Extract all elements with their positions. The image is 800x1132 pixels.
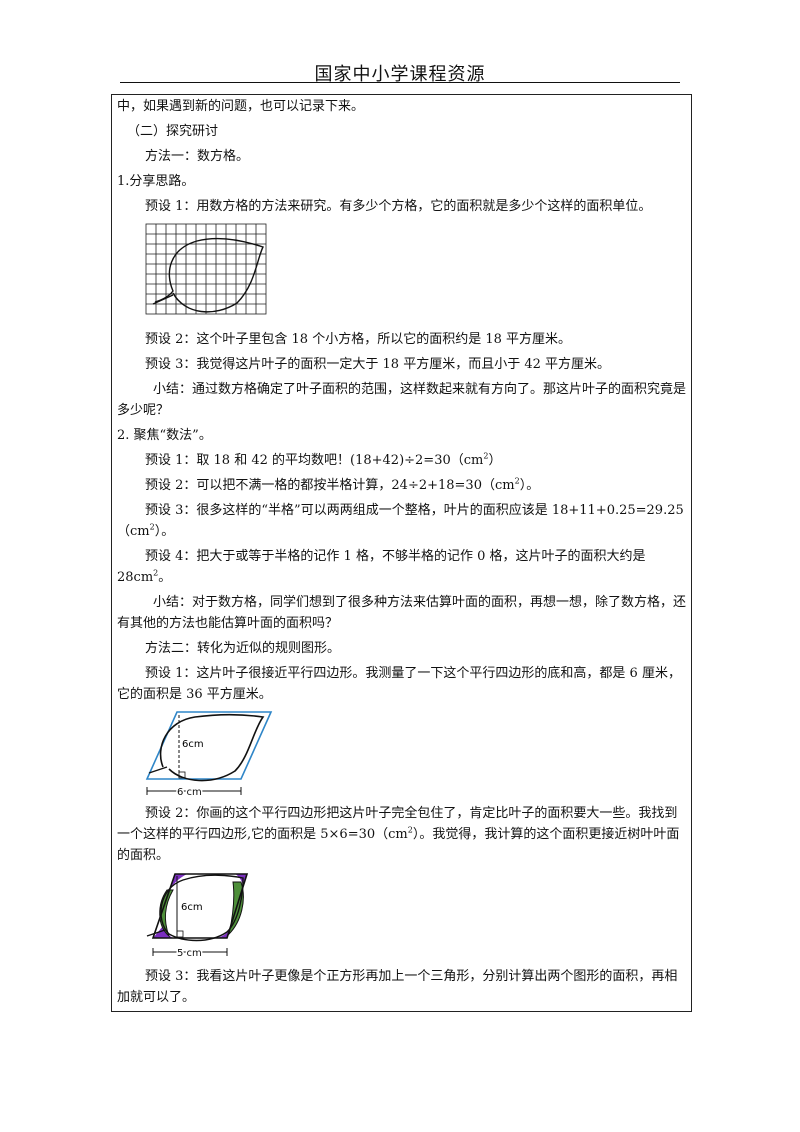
leaf-stem xyxy=(148,766,168,774)
leaf-grid-figure xyxy=(145,223,267,315)
paragraph: 预设 1：这片叶子很接近平行四边形。我测量了一下这个平行四边形的底和高，都是 6… xyxy=(117,666,681,702)
section-heading: （二）探究研讨 xyxy=(127,124,219,139)
leaf-outline xyxy=(159,713,265,782)
method-heading: 方法一：数方格。 xyxy=(145,149,250,164)
summary-paragraph: 小结：通过数方格确定了叶子面积的范围，这样数起来就有方向了。那这片叶子的面积究竟… xyxy=(117,382,687,418)
document-body: 中，如果遇到新的问题，也可以记录下来。 （二）探究研讨 方法一：数方格。 1.分… xyxy=(117,96,687,1012)
leaf-stem xyxy=(146,929,166,937)
paragraph: 中，如果遇到新的问题，也可以记录下来。 xyxy=(117,99,365,114)
page-header-title: 国家中小学课程资源 xyxy=(314,64,486,85)
height-label: 6cm xyxy=(182,739,204,750)
grid-lines xyxy=(145,223,267,315)
parallelogram-outline xyxy=(145,711,273,780)
leaf-parallelogram-figure: 6cm 6 cm xyxy=(145,711,273,799)
paragraph: 预设 1：取 18 和 42 的平均数吧！(18+42)÷2=30（cm2） xyxy=(145,451,502,468)
parallelogram-outline xyxy=(151,873,249,939)
leaf-stem xyxy=(152,294,174,305)
right-angle-marker xyxy=(176,930,184,938)
header-rule xyxy=(120,82,680,83)
leaf-colored-figure: 6cm 5 cm xyxy=(146,873,249,961)
right-angle-marker xyxy=(178,771,186,779)
paragraph: 预设 3：很多这样的“半格”可以两两组成一个整格，叶片的面积应该是 18+11+… xyxy=(117,503,684,539)
base-label: 5 cm xyxy=(177,948,202,959)
subheading: 2. 聚焦“数法”。 xyxy=(117,428,212,443)
method-heading: 方法二：转化为近似的规则图形。 xyxy=(145,641,341,656)
subheading: 1.分享思路。 xyxy=(117,174,195,189)
leaf-outline xyxy=(154,237,264,313)
paragraph: 预设 2：这个叶子里包含 18 个小方格，所以它的面积约是 18 平方厘米。 xyxy=(145,332,572,347)
paragraph: 预设 2：你画的这个平行四边形把这片叶子完全包住了，肯定比叶子的面积要大一些。我… xyxy=(117,806,680,863)
leaf-outline xyxy=(160,874,244,942)
paragraph: 预设 3：我看这片叶子更像是个正方形再加上一个三角形，分别计算出两个图形的面积，… xyxy=(117,969,678,1005)
paragraph: 预设 2：可以把不满一格的都按半格计算，24÷2+18=30（cm2）。 xyxy=(145,476,540,493)
content-frame xyxy=(111,94,692,1012)
base-label: 6 cm xyxy=(177,787,202,798)
paragraph: 预设 3：我觉得这片叶子的面积一定大于 18 平方厘米，而且小于 42 平方厘米… xyxy=(145,357,611,372)
height-label: 6cm xyxy=(181,902,203,913)
summary-paragraph: 小结：对于数方格，同学们想到了很多种方法来估算叶面的面积，再想一想，除了数方格，… xyxy=(117,595,687,631)
paragraph: 预设 4：把大于或等于半格的记作 1 格，不够半格的记作 0 格，这片叶子的面积… xyxy=(117,549,646,585)
paragraph: 预设 1：用数方格的方法来研究。有多少个方格，它的面积就是多少个这样的面积单位。 xyxy=(145,199,652,214)
